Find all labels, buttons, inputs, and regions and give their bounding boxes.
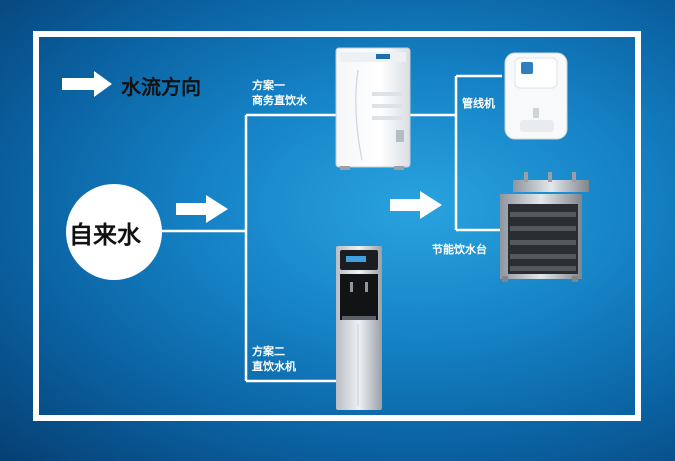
plan-two-title: 方案二 — [252, 345, 285, 358]
source-label: 自来水 — [69, 221, 141, 249]
drinking-station-image — [500, 172, 589, 282]
plan-two-subtitle: 直饮水机 — [252, 360, 296, 373]
drinking-station-label: 节能饮水台 — [432, 243, 487, 256]
pipeline-unit-image — [504, 52, 568, 140]
source-circle — [66, 184, 162, 280]
connector-lines — [162, 74, 502, 383]
white-frame — [33, 31, 641, 421]
commercial-purifier-image — [335, 47, 411, 170]
plan-one-title: 方案一 — [252, 79, 285, 92]
legend-label: 水流方向 — [121, 75, 201, 99]
pipeline-unit-label: 管线机 — [462, 97, 495, 110]
plan-one-subtitle: 商务直饮水 — [252, 94, 307, 107]
plan-two-label: 方案二 直饮水机 — [252, 344, 296, 374]
legend-arrow-icon — [62, 71, 112, 97]
flow-arrow-icon — [176, 195, 228, 223]
plan-one-label: 方案一 商务直饮水 — [252, 78, 307, 108]
flow-arrow-icon — [390, 191, 442, 219]
water-dispenser-image — [336, 246, 382, 410]
